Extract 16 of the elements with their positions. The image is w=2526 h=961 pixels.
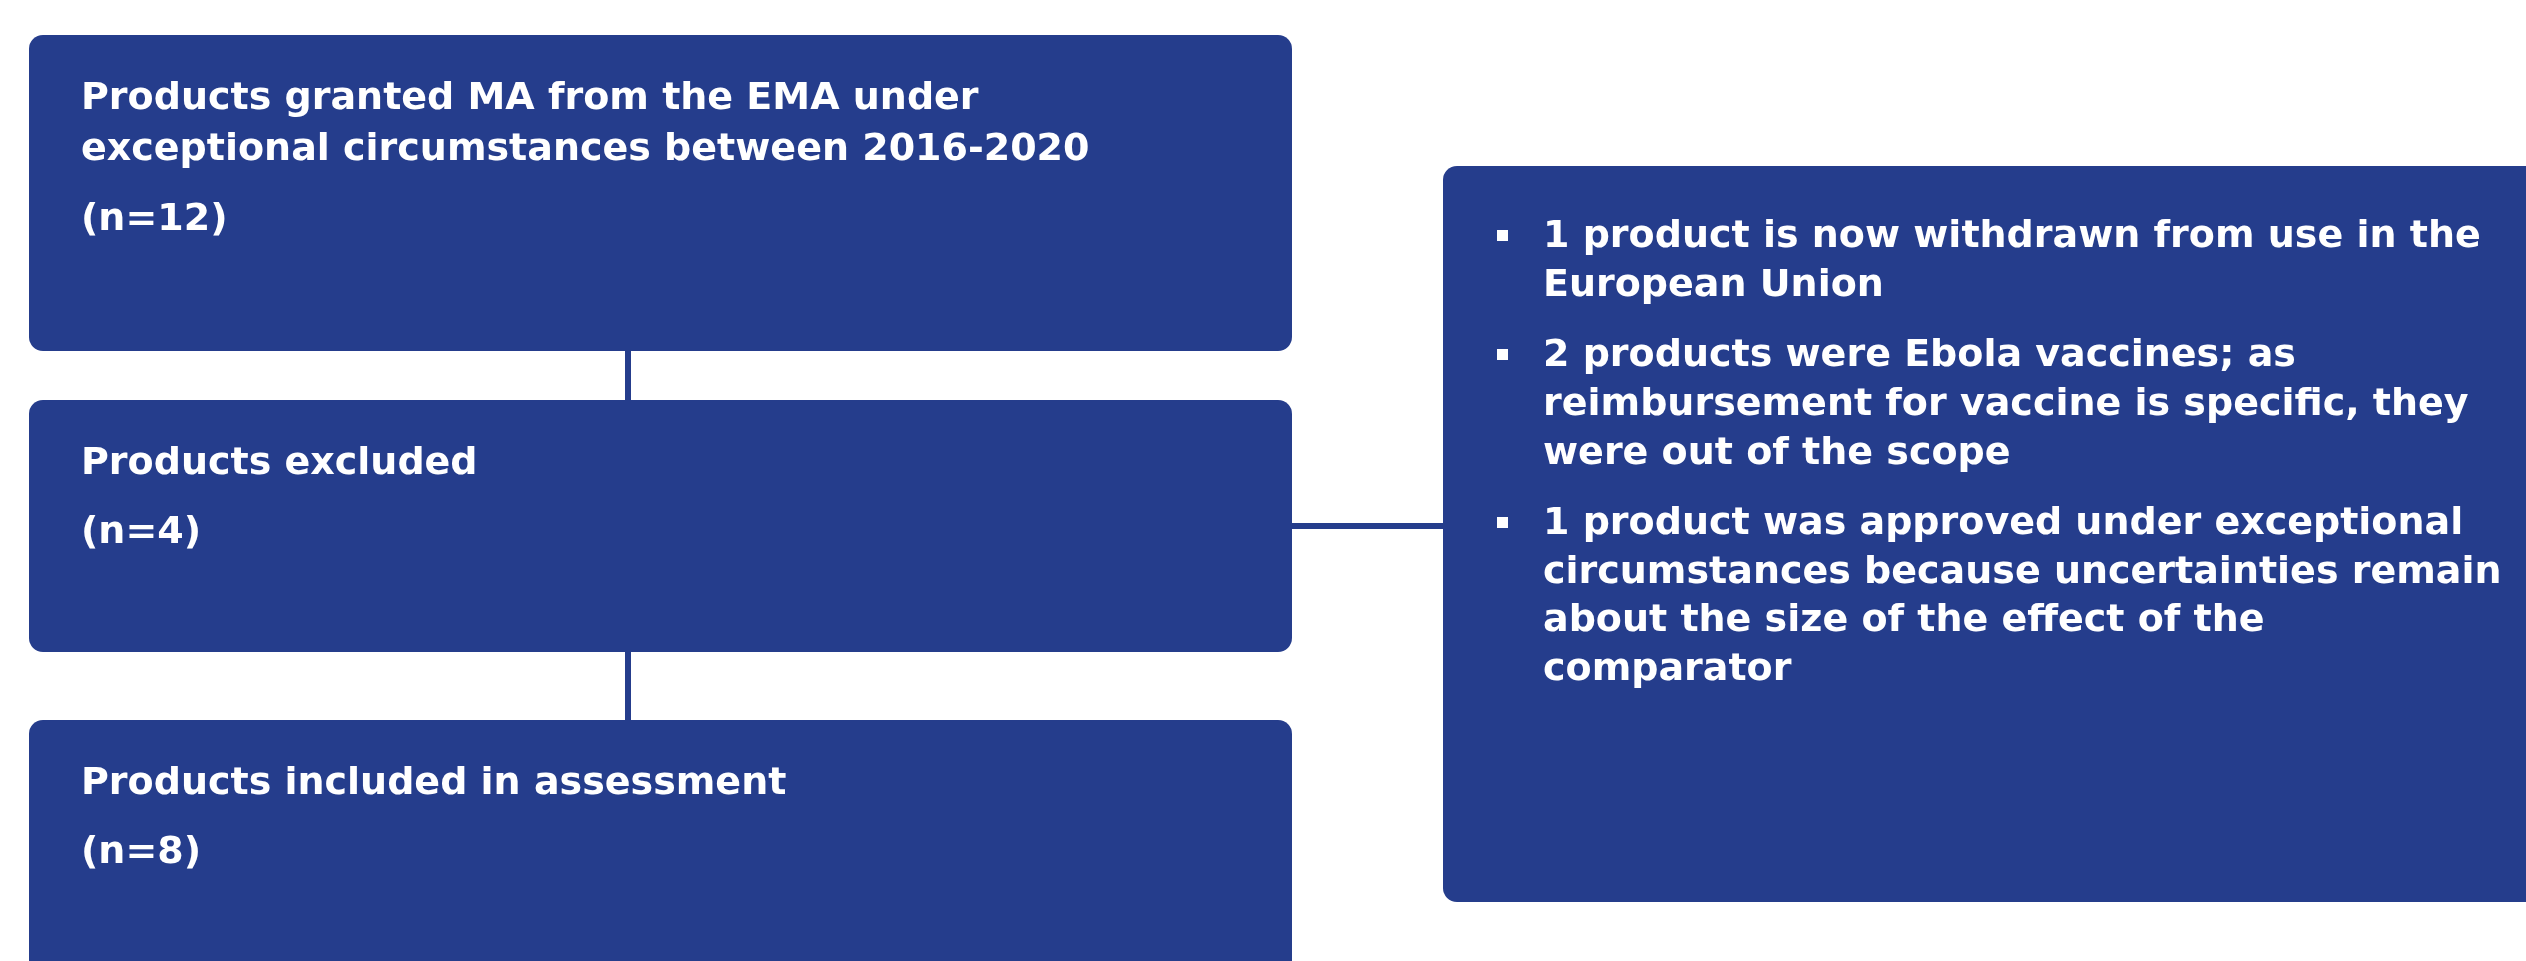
bullet-text: 1 product was approved under exceptional circumstances because uncertainties remain about the size of the effect of the comparator xyxy=(1491,497,2503,692)
process-box xyxy=(29,35,1292,351)
note-box xyxy=(1443,166,2526,902)
box-heading: Products excluded xyxy=(81,438,479,485)
box-heading: Products granted MA from the EMA under exceptional circumstances between 2016-2020 xyxy=(81,73,1091,172)
connector-line xyxy=(625,652,631,720)
process-box xyxy=(29,400,1292,652)
bullet-text: 1 product is now withdrawn from use in the European Union xyxy=(1491,210,2503,308)
count-text: (n=4) xyxy=(81,507,203,555)
count-text: (n=8) xyxy=(81,827,203,875)
process-box xyxy=(29,720,1292,961)
box-heading: Products included in assessment xyxy=(81,758,788,805)
count-text: (n=12) xyxy=(81,193,229,241)
connector-line xyxy=(625,351,631,400)
bullet-text: 2 products were Ebola vaccines; as reimbursement for vaccine is specific, they were out of the scope xyxy=(1491,329,2503,476)
connector-line xyxy=(1292,523,1443,529)
